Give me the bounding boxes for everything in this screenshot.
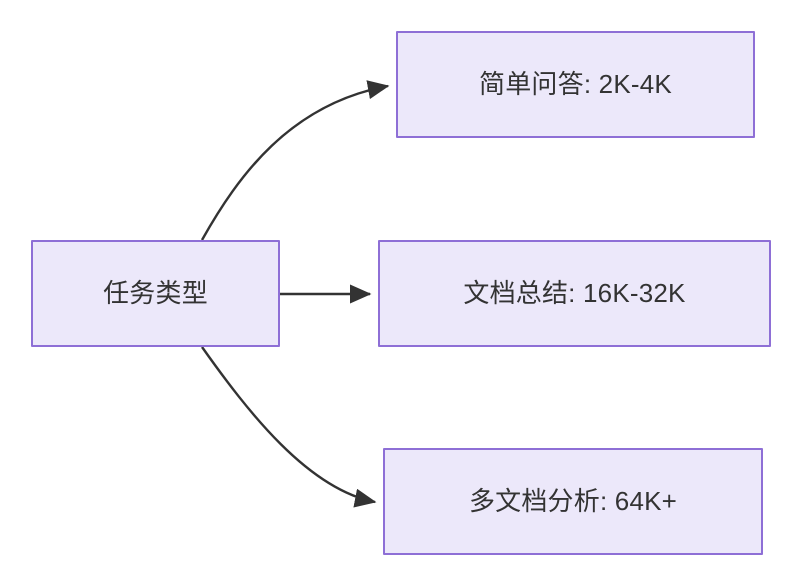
edge-root-to-branch-2 [201, 346, 377, 508]
node-multi-document-analysis-label: 多文档分析: 64K+ [468, 485, 678, 516]
node-document-summary-label: 文档总结: 16K-32K [463, 277, 686, 308]
node-multi-document-analysis[interactable]: 多文档分析: 64K+ [383, 448, 763, 555]
node-root-label: 任务类型 [103, 277, 208, 308]
node-root[interactable]: 任务类型 [31, 240, 280, 347]
node-simple-qa[interactable]: 简单问答: 2K-4K [396, 31, 755, 138]
node-document-summary[interactable]: 文档总结: 16K-32K [378, 240, 771, 347]
node-simple-qa-label: 简单问答: 2K-4K [479, 68, 672, 99]
edge-root-to-branch-0 [200, 80, 390, 241]
